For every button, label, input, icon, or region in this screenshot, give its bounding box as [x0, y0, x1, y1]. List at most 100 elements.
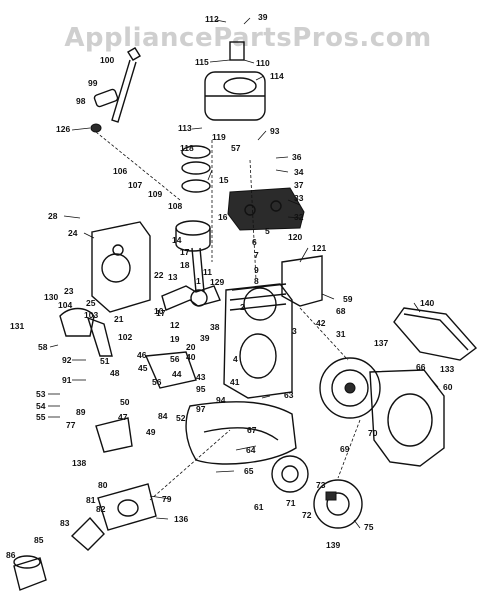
- callout-label: 83: [60, 518, 70, 528]
- callout-label: 8: [254, 276, 259, 286]
- callout-label: 103: [84, 310, 98, 320]
- callout-label: 2: [240, 302, 245, 312]
- callout-label: 112: [205, 14, 219, 24]
- callout-label: 114: [270, 71, 284, 81]
- oil-filter: [13, 555, 47, 591]
- callout-label: 130: [44, 292, 58, 302]
- callout-label: 110: [256, 58, 270, 68]
- callout-label: 17: [180, 247, 190, 257]
- callout-label: 3: [292, 326, 297, 336]
- callout-label: 73: [316, 480, 326, 490]
- callout-label: 63: [284, 390, 294, 400]
- callout-label: 1: [196, 276, 201, 286]
- callout-label: 25: [86, 298, 96, 308]
- oil-fill-tube: [90, 47, 141, 133]
- callout-label: 15: [219, 175, 229, 185]
- callout-label: 11: [203, 267, 212, 277]
- air-filter: [393, 307, 478, 361]
- callout-label: 64: [246, 445, 256, 455]
- cylinder-head: [227, 187, 305, 231]
- callout-labels: 112 39 115 110 100 114 99 98 126 113 119…: [6, 12, 454, 560]
- callout-label: 52: [176, 413, 186, 423]
- starter-clutch: [271, 455, 309, 493]
- callout-label: 42: [316, 318, 326, 328]
- callout-label: 23: [64, 286, 74, 296]
- callout-label: 94: [216, 395, 226, 405]
- callout-label: 106: [113, 166, 127, 176]
- callout-label: 43: [196, 372, 206, 382]
- callout-label: 109: [148, 189, 162, 199]
- callout-label: 97: [196, 404, 206, 414]
- callout-label: 98: [76, 96, 86, 106]
- callout-label: 81: [86, 495, 96, 505]
- callout-label: 119: [212, 132, 226, 142]
- callout-label: 33: [294, 193, 304, 203]
- callout-label: 56: [170, 354, 180, 364]
- callout-label: 120: [288, 232, 302, 242]
- callout-label: 71: [286, 498, 296, 508]
- flywheel: [319, 357, 381, 419]
- callout-label: 7: [254, 250, 259, 260]
- callout-label: 18: [180, 260, 190, 270]
- callout-label: 108: [168, 201, 182, 211]
- callout-label: 56: [152, 377, 162, 387]
- callout-label: 38: [210, 322, 220, 332]
- callout-label: 65: [244, 466, 254, 476]
- callout-label: 59: [343, 294, 353, 304]
- dashed-alignment-lines: [95, 131, 361, 501]
- engine-block: [223, 283, 293, 399]
- callout-label: 121: [312, 243, 326, 253]
- callout-label: 6: [252, 237, 257, 247]
- callout-label: 84: [158, 411, 168, 421]
- callout-label: 75: [364, 522, 374, 532]
- callout-label: 14: [172, 235, 182, 245]
- callout-label: 66: [416, 362, 426, 372]
- callout-label: 138: [72, 458, 86, 468]
- baffle-bracket: [281, 255, 323, 307]
- crankshaft: [161, 285, 221, 311]
- callout-label: 140: [420, 298, 434, 308]
- callout-label: 115: [195, 57, 209, 67]
- callout-label: 4: [233, 354, 238, 364]
- callout-label: 93: [270, 126, 280, 136]
- leader-lines: [48, 17, 439, 529]
- callout-label: 91: [62, 375, 72, 385]
- callout-label: 69: [340, 444, 350, 454]
- callout-label: 54: [36, 401, 46, 411]
- ignition-coil: [59, 307, 113, 357]
- callout-label: 82: [96, 504, 106, 514]
- callout-label: 104: [58, 300, 72, 310]
- callout-label: 129: [210, 277, 224, 287]
- callout-label: 139: [326, 540, 340, 550]
- callout-label: 57: [231, 143, 241, 153]
- callout-label: 55: [36, 412, 46, 422]
- callout-label: 36: [292, 152, 302, 162]
- callout-label: 107: [128, 180, 142, 190]
- callout-label: 100: [100, 55, 114, 65]
- callout-label: 113: [178, 123, 192, 133]
- callout-label: 49: [146, 427, 156, 437]
- callout-label: 58: [38, 342, 48, 352]
- callout-label: 137: [374, 338, 388, 348]
- callout-label: 24: [68, 228, 78, 238]
- callout-label: 102: [118, 332, 132, 342]
- callout-label: 5: [265, 226, 270, 236]
- callout-label: 37: [294, 180, 304, 190]
- callout-label: 47: [118, 412, 128, 422]
- blower-housing: [369, 369, 445, 467]
- callout-label: 45: [138, 363, 148, 373]
- callout-label: 13: [168, 272, 178, 282]
- governor-linkage: [95, 351, 197, 453]
- callout-label: 31: [336, 329, 346, 339]
- callout-label: 22: [154, 270, 164, 280]
- recoil-starter: [313, 479, 363, 529]
- points-cover: [70, 483, 157, 551]
- callout-label: 61: [254, 502, 264, 512]
- callout-label: 86: [6, 550, 16, 560]
- callout-label: 41: [230, 377, 240, 387]
- callout-label: 67: [247, 425, 257, 435]
- callout-label: 46: [137, 350, 147, 360]
- callout-label: 34: [294, 167, 304, 177]
